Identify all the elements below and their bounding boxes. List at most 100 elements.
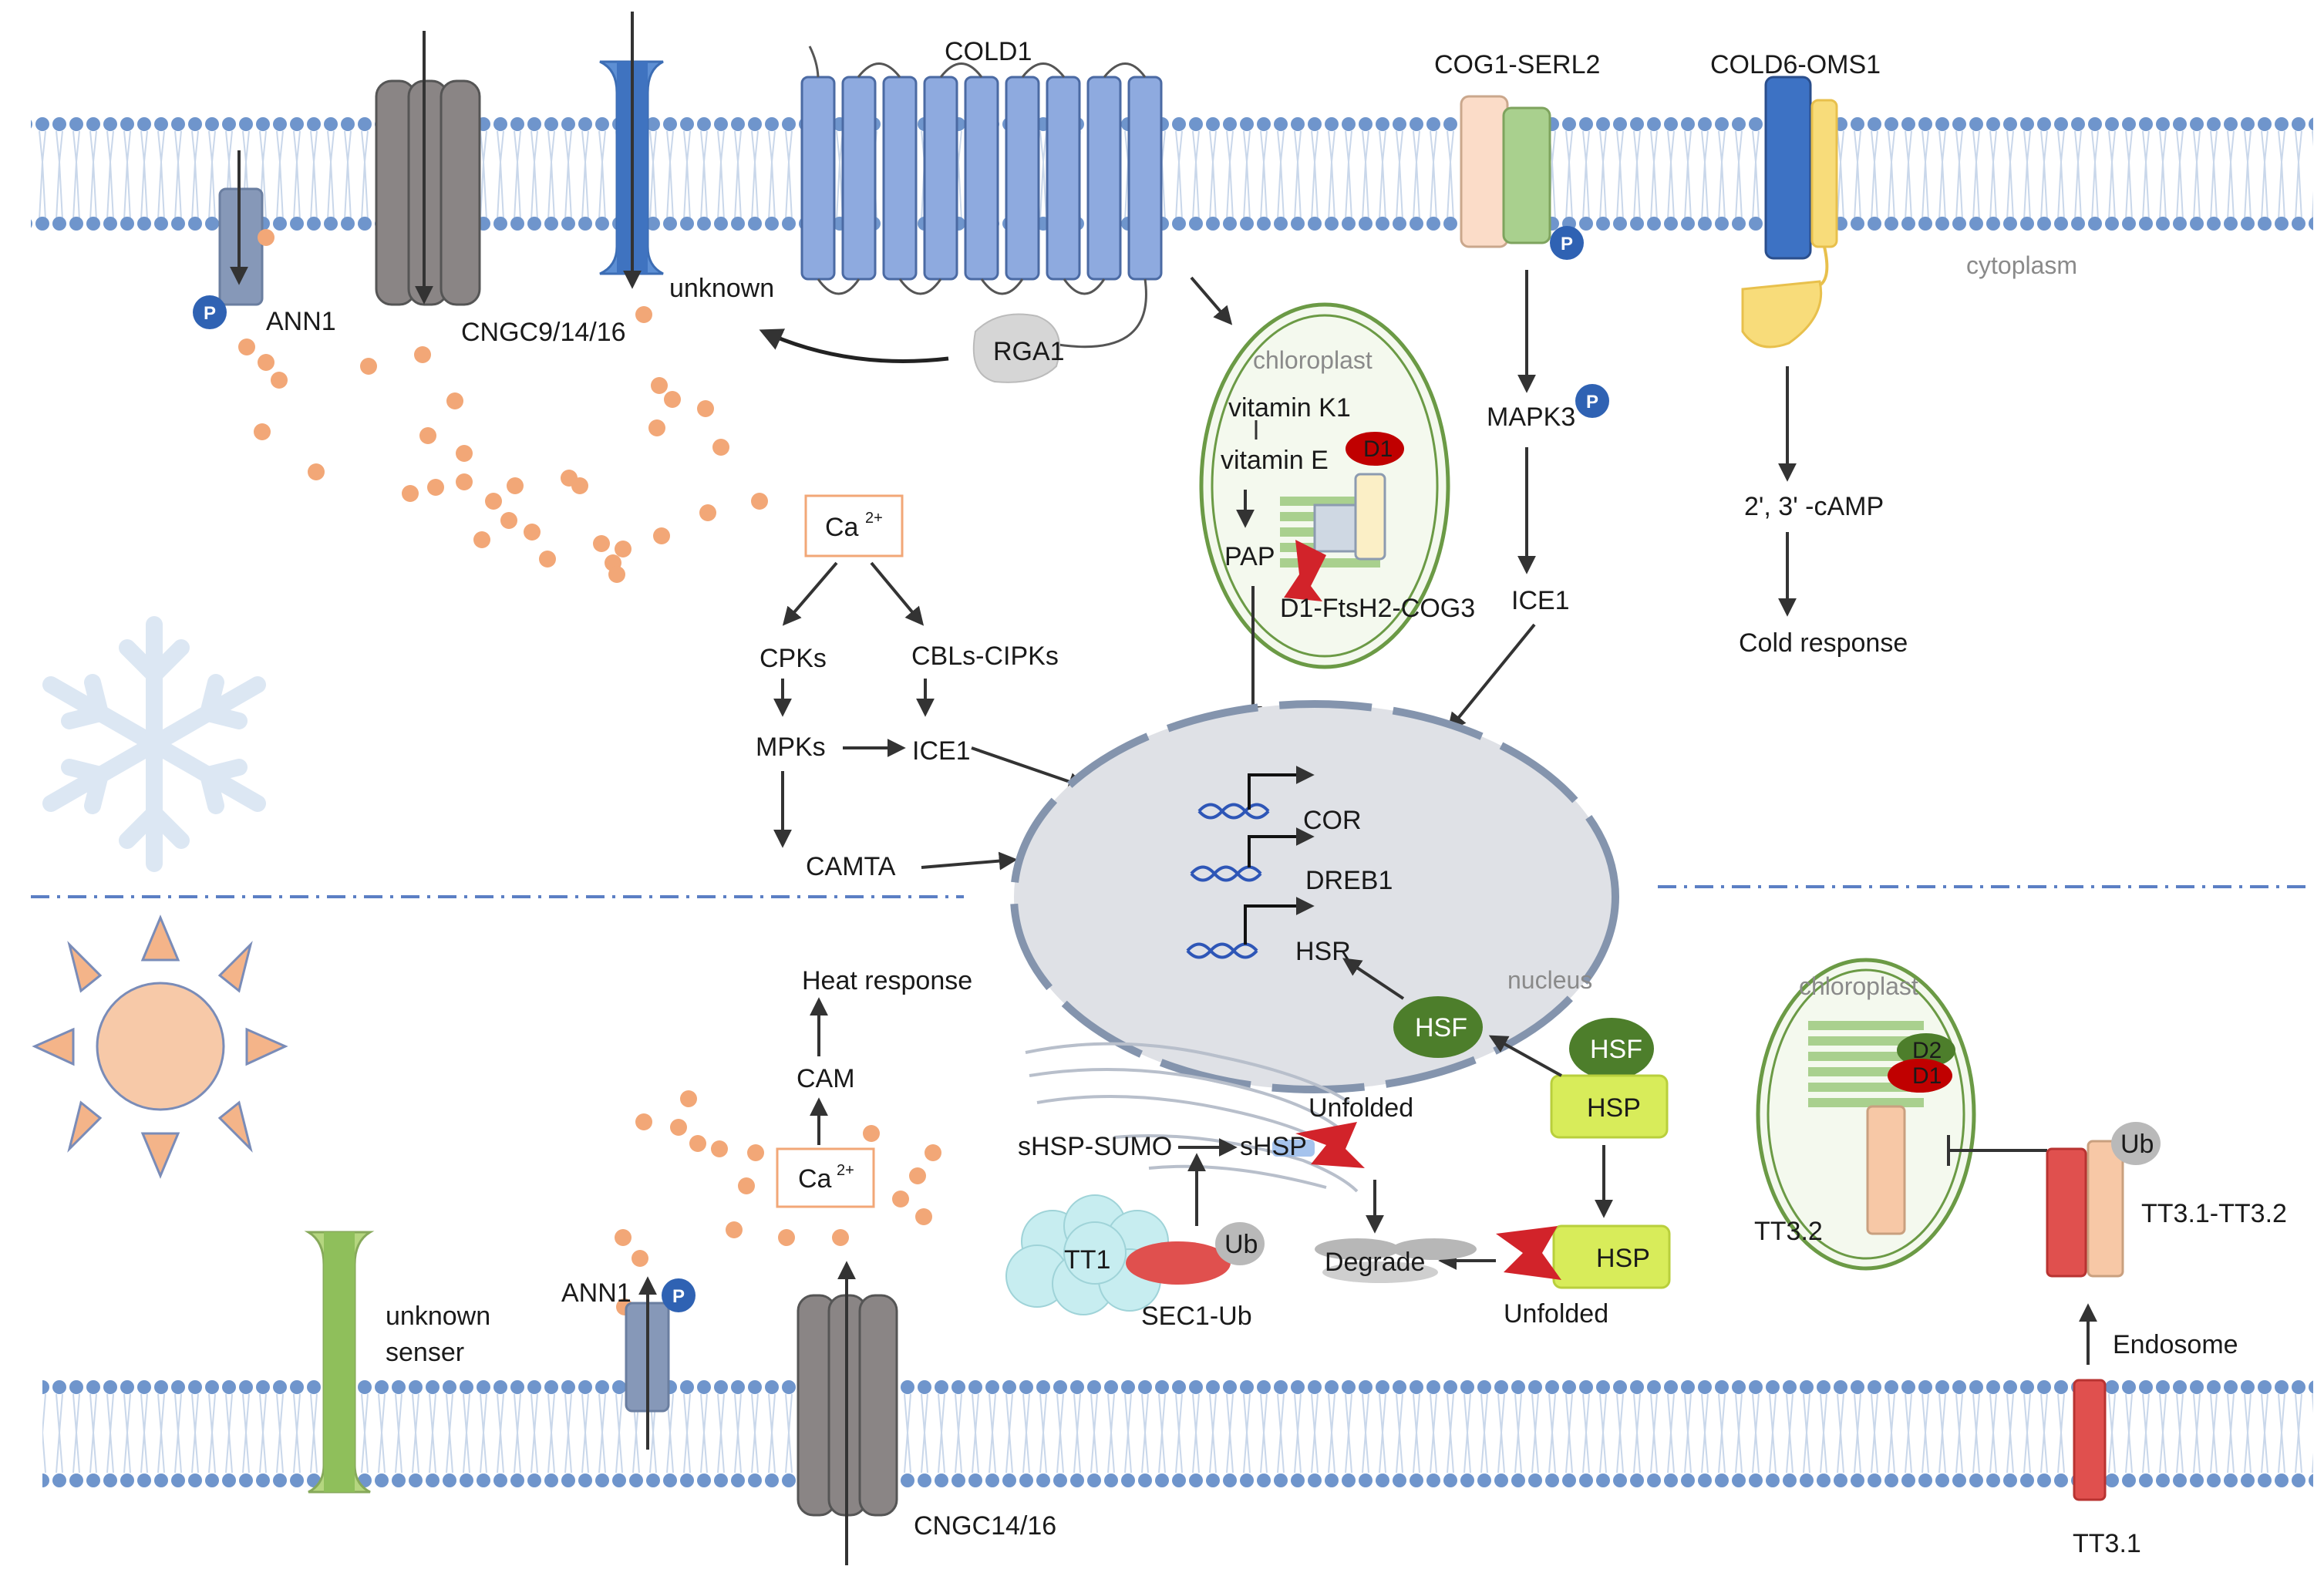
- unknown-channel-label: unknown: [669, 274, 774, 303]
- mapk3-label: MAPK3: [1487, 402, 1575, 432]
- ca-to-cpks-arrow: [782, 561, 838, 626]
- hsf-hsp-complex: [1550, 1018, 1669, 1139]
- ann1-label-top: ANN1: [266, 307, 336, 336]
- hsp-unfolded-complex: [1496, 1224, 1671, 1289]
- chloroplast-bottom: [1756, 958, 1976, 1271]
- hsr-transcription-arrow: [1244, 897, 1315, 945]
- chloroplast-label-bottom: chloroplast: [1799, 972, 1918, 1000]
- rga1-protein: [972, 313, 1061, 383]
- calcium-dots-top: [238, 229, 768, 583]
- cold-response-label: Cold response: [1739, 628, 1908, 658]
- hsf-right-label: HSF: [1590, 1035, 1642, 1064]
- cold1-to-chloroplast-arrow: [1190, 276, 1233, 325]
- tt31-label: TT3.1: [2073, 1529, 2141, 1558]
- calcium-dots-bottom: [615, 1090, 941, 1315]
- cngc9-channel: [375, 31, 481, 306]
- chloroplast-label-top: chloroplast: [1253, 346, 1373, 374]
- hsf-left-label: HSF: [1415, 1013, 1467, 1042]
- snowflake-icon: [42, 616, 266, 872]
- svg-text:Ub: Ub: [1224, 1230, 1258, 1259]
- ice1-right-to-nucleus-arrow: [1447, 623, 1536, 732]
- calcium-box-top: Ca 2+: [804, 494, 904, 557]
- nucleus-label: nucleus: [1507, 966, 1592, 994]
- sun-icon: [32, 914, 288, 1179]
- camta-to-nucleus-arrow: [921, 851, 1018, 871]
- svg-text:P: P: [672, 1286, 685, 1307]
- rga1-label: RGA1: [993, 337, 1065, 366]
- unknown-senser: [304, 1231, 375, 1494]
- cold6-oms1-complex: [1741, 76, 1838, 349]
- cor-transcription-arrow: [1248, 766, 1315, 810]
- dna-icon: [1197, 803, 1270, 820]
- svg-text:P: P: [1561, 234, 1573, 254]
- tt31-tt32-label: TT3.1-TT3.2: [2141, 1199, 2287, 1228]
- shsp-sumo-label: sHSP-SUMO: [1018, 1132, 1172, 1161]
- sec1-protein: [1126, 1241, 1231, 1285]
- cold-heat-divider: [31, 885, 2313, 898]
- plasma-membrane-bottom: [42, 1379, 2313, 1488]
- d1-label-top: D1: [1363, 436, 1393, 462]
- svg-text:P: P: [1586, 392, 1598, 413]
- degrade-label: Degrade: [1325, 1248, 1425, 1277]
- nucleus: [1010, 700, 1619, 1093]
- svg-text:Ca: Ca: [798, 1164, 832, 1194]
- phospho-icon: P: [193, 295, 227, 329]
- svg-text:2+: 2+: [865, 510, 883, 527]
- cam-label: CAM: [797, 1064, 855, 1093]
- svg-text:Ub: Ub: [2120, 1130, 2154, 1159]
- endosome-label: Endosome: [2113, 1330, 2238, 1359]
- hsr-label: HSR: [1295, 937, 1351, 966]
- cold1-label: COLD1: [945, 37, 1032, 66]
- vitamin-k1-label: vitamin K1: [1228, 393, 1351, 423]
- hsf-to-hsr-arrow: [1342, 958, 1405, 1000]
- d2-label: D2: [1912, 1038, 1942, 1063]
- tt31-tt32-complex: Ub: [2046, 1122, 2161, 1278]
- cbls-cipks-label: CBLs-CIPKs: [911, 642, 1059, 671]
- tt1-label: TT1: [1064, 1245, 1110, 1275]
- unknown-senser-label-1: unknown: [386, 1302, 490, 1331]
- tt31-membrane-protein: [2073, 1379, 2107, 1501]
- rga1-to-unknown-arrow: [759, 328, 949, 363]
- degrade-proteasome: [1315, 1238, 1477, 1283]
- sec1-ub-label: SEC1-Ub: [1141, 1302, 1252, 1331]
- dreb1-label: DREB1: [1305, 866, 1393, 895]
- shsp-label: sHSP: [1240, 1132, 1307, 1161]
- svg-text:Ca: Ca: [825, 513, 859, 542]
- ice1-left-label: ICE1: [912, 736, 971, 766]
- cog1-serl2-label: COG1-SERL2: [1434, 50, 1600, 79]
- chloroplast-top: [1199, 302, 1450, 669]
- cytoplasm-label: cytoplasm: [1966, 251, 2077, 279]
- tt1-proteasome: [1005, 1194, 1169, 1315]
- d1-ftsh2-cog3-label: D1-FtsH2-COG3: [1280, 594, 1475, 623]
- camta-label: CAMTA: [806, 852, 896, 881]
- svg-text:2+: 2+: [837, 1162, 854, 1179]
- hsp-top-label: HSP: [1587, 1093, 1641, 1123]
- tt31-inhibits-tt32-bar: [1947, 1135, 2047, 1166]
- unfolded-top-label: Unfolded: [1309, 1093, 1413, 1123]
- ann1-channel-bottom: P: [625, 1276, 696, 1450]
- ice1-right-label: ICE1: [1511, 586, 1570, 615]
- ann1-channel-top: [218, 150, 264, 306]
- phospho-icon: P: [1575, 384, 1609, 418]
- cor-label: COR: [1303, 806, 1362, 835]
- calcium-box-bottom: Ca 2+: [776, 1147, 875, 1208]
- plasma-membrane-top: [31, 116, 2313, 231]
- vitamin-e-label: vitamin E: [1221, 446, 1329, 475]
- svg-text:P: P: [204, 303, 216, 324]
- cold1-receptor: [800, 45, 1163, 349]
- camp-label: 2', 3' -cAMP: [1744, 492, 1884, 521]
- hsp-release-hsf-arrow: [1488, 1035, 1562, 1077]
- hsp-bottom-label: HSP: [1596, 1244, 1650, 1273]
- cog1-serl2-complex: P: [1460, 95, 1584, 260]
- cpks-label: CPKs: [760, 644, 827, 673]
- ca-to-cbls-arrow: [870, 561, 925, 626]
- tt32-label: TT3.2: [1754, 1217, 1823, 1246]
- unknown-senser-label-2: senser: [386, 1338, 464, 1367]
- ann1-label-bottom: ANN1: [561, 1278, 632, 1308]
- unfolded-bottom-label: Unfolded: [1504, 1299, 1608, 1329]
- dreb1-transcription-arrow: [1248, 827, 1315, 867]
- ice1-left-to-nucleus-arrow: [971, 746, 1087, 791]
- d1-label-bottom: D1: [1912, 1063, 1942, 1089]
- heat-response-label: Heat response: [802, 966, 972, 995]
